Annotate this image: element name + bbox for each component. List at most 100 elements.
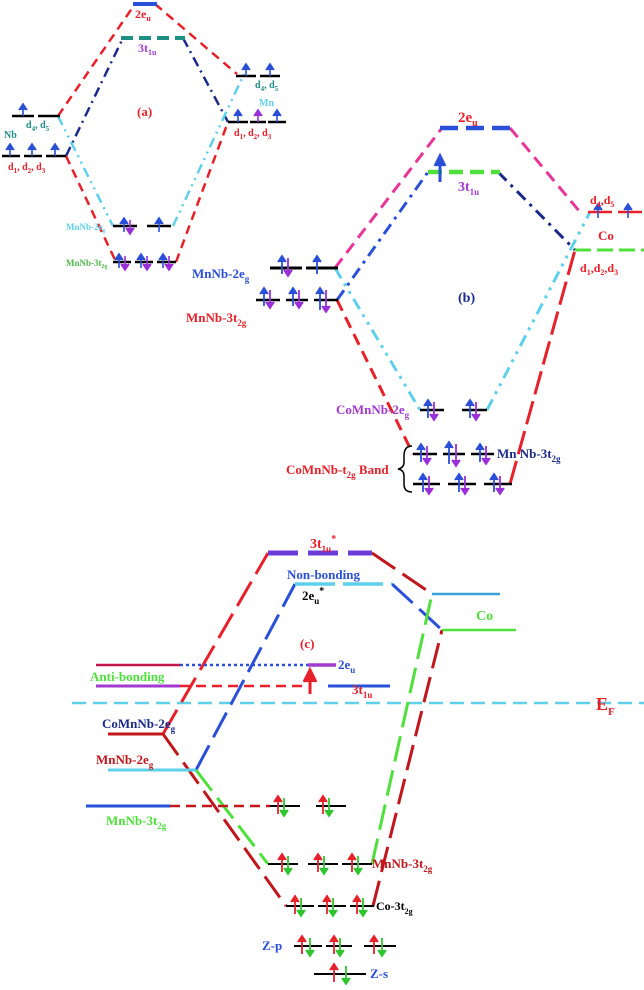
line-c-comnnb-cot2g — [161, 733, 288, 907]
line-c-t1ustar-co — [371, 551, 433, 596]
spin-up-arrow — [273, 794, 283, 814]
label-c-t1ustar: 3t1u* — [310, 534, 336, 554]
label-c-eustar: 2eu* — [302, 586, 324, 606]
label-c-nonbonding: Non-bonding — [287, 567, 360, 582]
spin-down-arrow — [358, 898, 368, 918]
spin-up-arrow — [369, 934, 379, 954]
spin-down-arrow — [321, 290, 331, 314]
panel-a: (a) 2eu 3t1u Nb d4, d5 d1, d2, d3 d4, d5… — [2, 2, 286, 272]
spin-down-arrow — [471, 402, 481, 422]
label-a-nb-d45: d4, d5 — [26, 120, 50, 133]
spin-down-arrow — [429, 402, 439, 422]
line-a-t1u-mn — [181, 37, 230, 123]
spin-up-arrow — [18, 102, 28, 116]
label-a-mnnb-eg: MnNb-2eg — [66, 222, 106, 234]
label-a-eu: 2eu — [135, 7, 151, 23]
spin-up-arrow — [297, 934, 307, 954]
spin-up-arrow — [272, 108, 282, 122]
spin-up-arrow — [454, 472, 464, 492]
panel-b-tag: (b) — [458, 291, 475, 306]
line-a-nb-t2g — [64, 155, 118, 263]
line-b-mn-comnnb-eg — [333, 267, 422, 411]
spin-down-arrow — [422, 446, 432, 466]
spin-up-arrow — [5, 142, 15, 156]
spin-down-arrow — [296, 898, 306, 918]
spin-down-arrow — [265, 290, 275, 310]
label-a-mn-d45: d4, d5 — [255, 80, 279, 93]
line-b-mn-eu — [333, 127, 444, 269]
panel-c-tag: (c) — [300, 636, 314, 651]
label-b-mnnb-t2g: MnNb-3t2g — [186, 310, 247, 328]
spin-up-arrow — [423, 398, 433, 418]
spin-up-arrow — [277, 254, 287, 274]
spin-down-arrow — [460, 476, 470, 496]
label-b-comnnb-eg: CoMnNb-2eg — [336, 402, 410, 420]
label-c-co: Co — [476, 609, 493, 624]
spins-b — [259, 152, 633, 496]
label-c-eu: 2eu — [338, 657, 355, 675]
label-a-t1u: 3t1u — [138, 41, 157, 57]
label-b-mnnb-eg: MnNb-2eg — [192, 266, 250, 284]
line-c-eg-mnnb3t2g — [194, 769, 270, 865]
line-c-cot2g-co — [371, 629, 444, 907]
line-b-eu-co — [508, 127, 582, 213]
spin-down-arrow — [294, 290, 304, 310]
spin-up-arrow — [318, 794, 328, 814]
label-a-mn: Mn — [259, 98, 274, 109]
panel-c: (c) 3t1u* Non-bonding 2eu* Co 2eu Anti-b… — [72, 534, 644, 986]
label-c-antibonding: Anti-bonding — [90, 669, 165, 684]
label-c-comnnb-eg: CoMnNb-2eg — [102, 716, 176, 734]
label-c-zp: Z-p — [262, 938, 282, 953]
spin-up-arrow — [329, 962, 339, 982]
spin-up-arrow — [444, 440, 454, 464]
spin-up-arrow — [313, 852, 323, 872]
spin-up-arrow — [265, 62, 275, 76]
spin-up-arrow — [322, 894, 332, 914]
spin-up-arrow — [352, 894, 362, 914]
spins-c — [273, 794, 387, 986]
spin-up-arrow — [623, 202, 633, 218]
spin-up-arrow — [241, 62, 251, 76]
spin-up-arrow — [290, 894, 300, 914]
label-a-nb: Nb — [4, 130, 17, 141]
label-b-band: CoMnNb-t2g Band — [286, 462, 389, 480]
spin-down-arrow — [279, 798, 289, 818]
label-a-mn-d123: d1, d2, d3 — [234, 128, 272, 141]
line-b-t2g-band — [335, 299, 415, 455]
spin-up-arrow — [154, 216, 164, 232]
label-c-ef: EF — [596, 694, 615, 718]
spin-up-arrow — [277, 852, 287, 872]
line-a-eu-mn — [154, 3, 238, 75]
line-b-t1u-co — [496, 170, 577, 252]
spin-up-arrow — [136, 252, 146, 268]
label-c-zs: Z-s — [370, 966, 388, 981]
spin-down-arrow — [335, 938, 345, 958]
spin-down-arrow — [451, 444, 461, 468]
spin-up-arrow — [418, 472, 428, 492]
band-brace — [397, 445, 413, 493]
line-a-nb-eg — [56, 115, 115, 227]
label-c-mnnb-t2g: MnNb-3t2g — [106, 813, 167, 831]
spin-down-arrow — [341, 966, 351, 986]
spin-up-arrow — [489, 472, 499, 492]
spin-down-arrow — [424, 476, 434, 496]
label-b-mnnb-3t2g: Mn Nb-3t2g — [497, 446, 561, 464]
spin-down-arrow — [305, 938, 315, 958]
line-c-mnnb3t2g-co — [370, 593, 434, 865]
spin-up-arrow — [119, 216, 129, 232]
spin-down-arrow — [328, 898, 338, 918]
spin-up-arrow — [50, 142, 60, 156]
spin-up-arrow — [312, 254, 322, 274]
panel-a-tag: (a) — [137, 104, 152, 119]
spin-up-arrow — [593, 202, 603, 218]
line-a-eg-mn — [171, 73, 246, 227]
spin-down-arrow — [319, 856, 329, 876]
spin-up-arrow — [347, 852, 357, 872]
label-b-co: Co — [598, 228, 614, 243]
line-a-nb-eu — [56, 3, 137, 117]
line-c-eustar-co — [390, 582, 444, 632]
spin-up-arrow — [259, 286, 269, 306]
spin-up-arrow — [433, 152, 447, 182]
label-a-mnnb-t2g: MnNb-3t2g — [66, 258, 108, 270]
